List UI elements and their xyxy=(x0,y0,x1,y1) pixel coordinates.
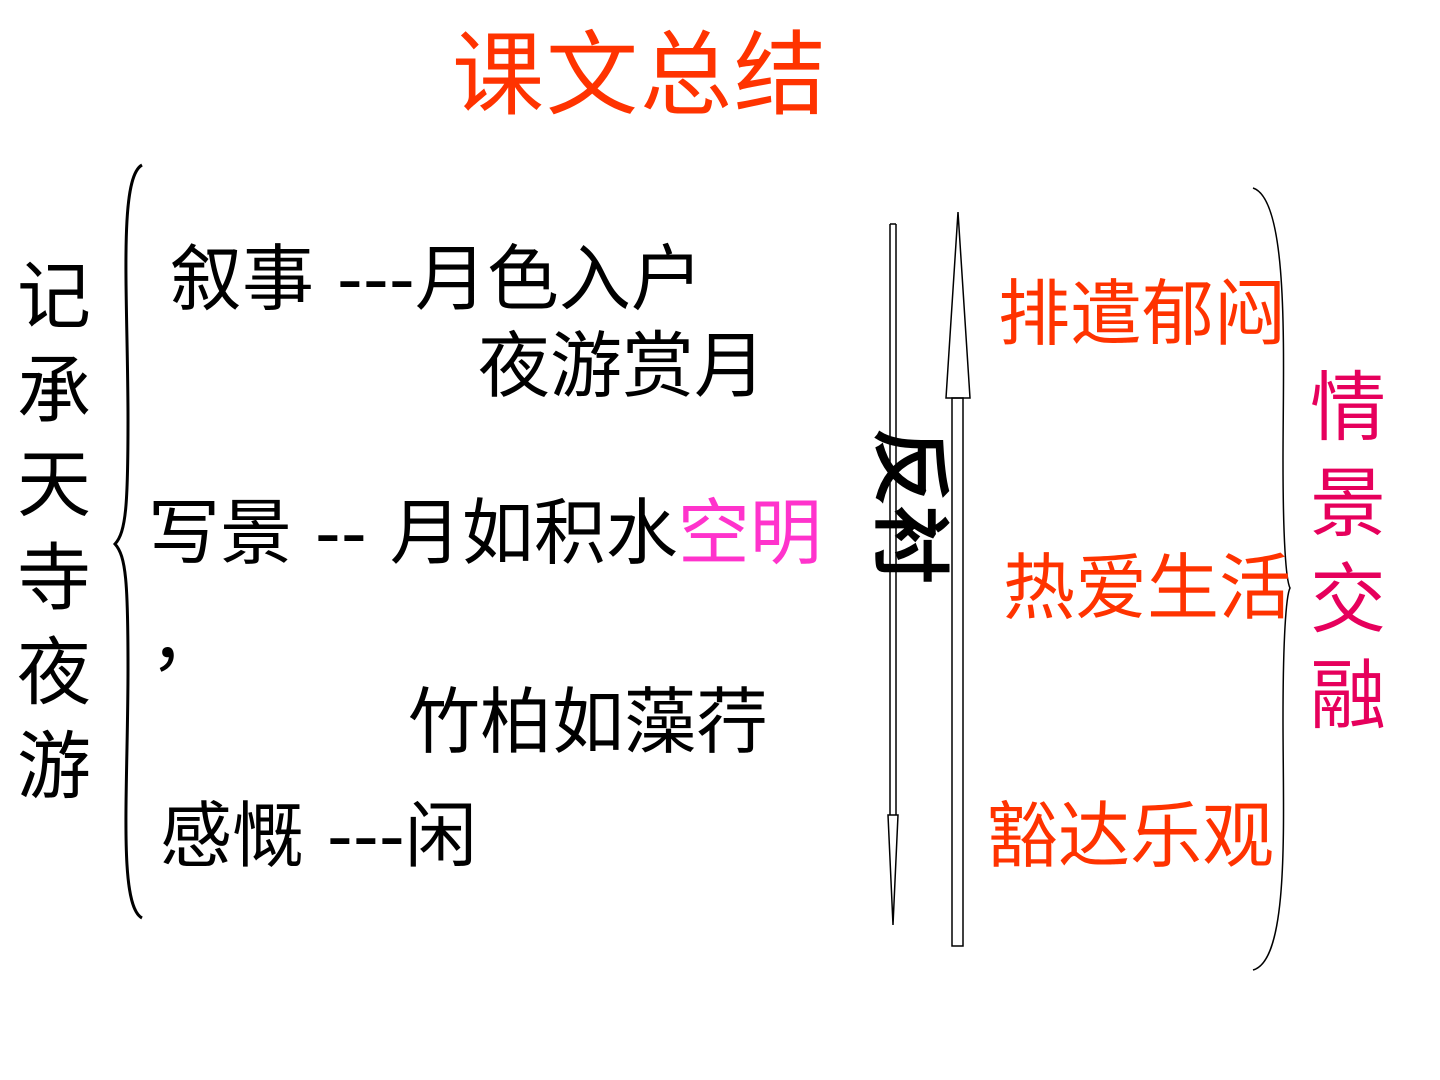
right-vertical-title: 情景交融 xyxy=(1310,363,1386,740)
right-item-3: 豁达乐观 xyxy=(986,794,1275,878)
left-vertical-title: 记承天寺夜游 xyxy=(17,254,91,810)
right-item-1: 排遣郁闷 xyxy=(998,272,1287,356)
up-arrow xyxy=(945,211,971,947)
right-bracket xyxy=(1252,187,1291,971)
right-item-2: 热爱生活 xyxy=(1003,546,1292,630)
scene-label: 写景 -- 月如积水 xyxy=(148,491,678,575)
down-arrow xyxy=(887,223,899,926)
narrate-line2: 夜游赏月 xyxy=(478,324,767,408)
scene-line2: 竹柏如藻荇 xyxy=(408,680,769,764)
scene-highlight: 空明 xyxy=(677,491,822,575)
scene-comma: ， xyxy=(150,597,223,681)
left-brace xyxy=(112,163,143,920)
slide-title: 课文总结 xyxy=(452,22,829,129)
scene-row: 写景 -- 月如积水空明 xyxy=(148,497,822,569)
center-rotated-word: 反衬 xyxy=(864,428,954,585)
narrate-line1: 叙事 ---月色入户 xyxy=(170,237,703,321)
feeling-line: 感慨 ---闲 xyxy=(160,794,477,878)
